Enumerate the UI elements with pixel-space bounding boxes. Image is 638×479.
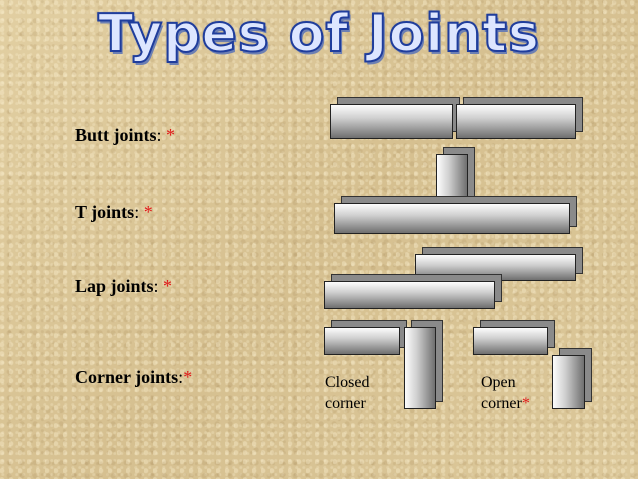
closed-caption-line1: Closed bbox=[325, 374, 370, 391]
open-corner-caption: Open corner* bbox=[481, 372, 530, 414]
butt-joint-plate-left bbox=[330, 104, 453, 139]
butt-joints-sep: : bbox=[156, 125, 167, 145]
lap-joints-name: Lap joints bbox=[75, 276, 154, 296]
lap-joints-star: * bbox=[163, 276, 173, 296]
t-joint-stem bbox=[436, 154, 468, 204]
closed-corner-horizontal bbox=[324, 327, 400, 355]
t-joints-star: * bbox=[143, 202, 153, 222]
corner-joints-label: Corner joints:* bbox=[75, 367, 192, 388]
lap-joints-sep: : bbox=[153, 276, 164, 296]
corner-joints-sep: : bbox=[178, 367, 184, 387]
open-caption-line1: Open bbox=[481, 374, 516, 391]
t-joint-base bbox=[334, 203, 570, 234]
open-corner-vertical bbox=[552, 355, 585, 409]
butt-joints-star: * bbox=[166, 125, 176, 145]
open-caption-line2: corner bbox=[481, 395, 522, 412]
corner-joints-star: * bbox=[183, 367, 193, 387]
t-joints-sep: : bbox=[134, 202, 144, 222]
closed-corner-caption: Closed corner bbox=[325, 372, 369, 414]
t-joints-name: T joints bbox=[75, 202, 135, 222]
butt-joints-label: Butt joints: * bbox=[75, 125, 175, 146]
closed-corner-vertical bbox=[404, 327, 436, 409]
corner-joints-name: Corner joints bbox=[75, 367, 179, 387]
butt-joints-name: Butt joints bbox=[75, 125, 157, 145]
lap-joint-top-plate bbox=[415, 254, 576, 281]
slide-title: Types of Joints bbox=[97, 3, 540, 65]
t-joints-label: T joints: * bbox=[75, 202, 153, 223]
butt-joint-plate-right bbox=[456, 104, 576, 139]
open-corner-horizontal bbox=[473, 327, 548, 355]
lap-joint-bottom-plate bbox=[324, 281, 495, 309]
closed-caption-line2: corner bbox=[325, 395, 366, 412]
lap-joints-label: Lap joints: * bbox=[75, 276, 172, 297]
open-caption-star: * bbox=[521, 395, 530, 412]
